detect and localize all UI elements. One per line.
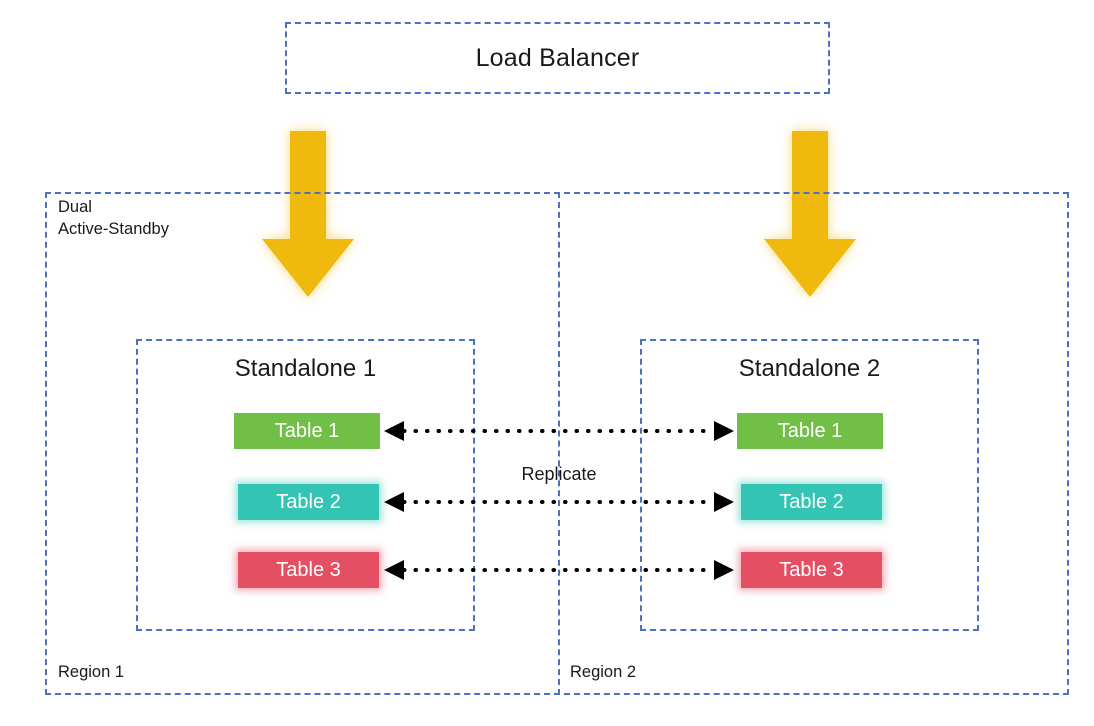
dual-active-standby-label: Dual Active-Standby bbox=[58, 198, 169, 238]
load-balancer-box: Load Balancer bbox=[285, 22, 830, 94]
region-2-label: Region 2 bbox=[570, 663, 637, 681]
standalone-2-title: Standalone 2 bbox=[738, 355, 881, 382]
standalone-2-table-2[interactable]: Table 2 bbox=[741, 484, 882, 520]
dual-active-standby-region bbox=[45, 192, 1069, 695]
region-divider bbox=[558, 192, 560, 695]
load-balancer-label: Load Balancer bbox=[475, 43, 640, 72]
standalone-2-table-1[interactable]: Table 1 bbox=[737, 413, 883, 449]
standalone-2-box bbox=[640, 339, 979, 631]
region-1-label: Region 1 bbox=[58, 663, 125, 681]
replicate-label: Replicate bbox=[521, 464, 597, 484]
standalone-1-table-1[interactable]: Table 1 bbox=[234, 413, 380, 449]
standalone-2-table-3[interactable]: Table 3 bbox=[741, 552, 882, 588]
standalone-1-table-3[interactable]: Table 3 bbox=[238, 552, 379, 588]
ingress-arrow-down-left-icon bbox=[262, 131, 354, 297]
ingress-arrow-down-right-icon bbox=[764, 131, 856, 297]
standalone-1-table-2[interactable]: Table 2 bbox=[238, 484, 379, 520]
standalone-1-title: Standalone 1 bbox=[234, 355, 377, 382]
standalone-1-box bbox=[136, 339, 475, 631]
